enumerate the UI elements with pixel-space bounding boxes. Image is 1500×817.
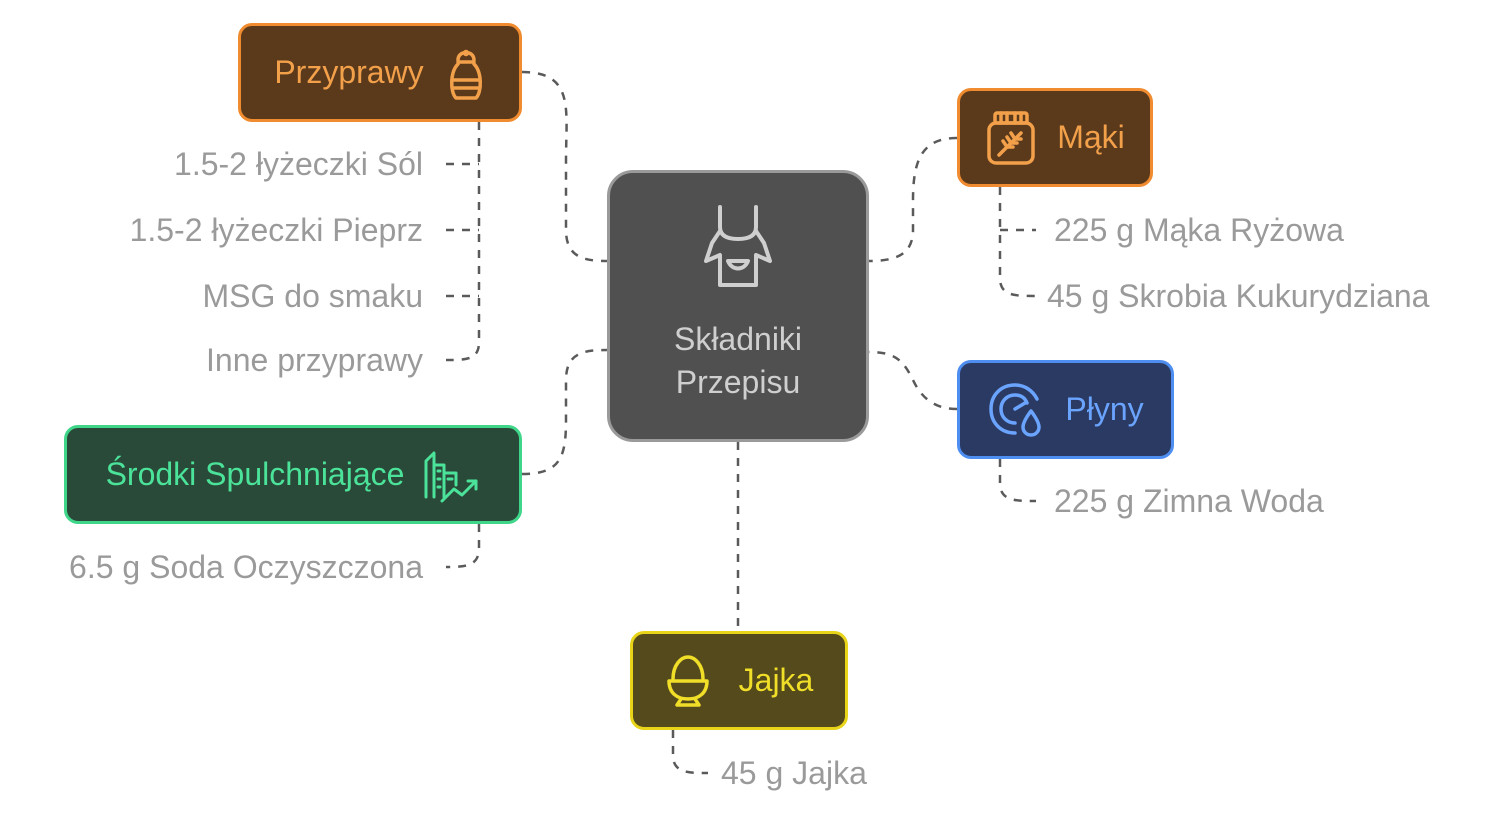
node-maki[interactable]: Mąki	[957, 88, 1153, 187]
salt-shaker-icon	[446, 44, 486, 102]
node-jajka[interactable]: Jajka	[630, 631, 848, 730]
center-node: Składniki Przepisu	[607, 170, 869, 442]
center-title-line2: Przepisu	[675, 363, 801, 400]
node-maki-label: Mąki	[1057, 119, 1125, 155]
leaf-przyprawy-inne: Inne przyprawy	[206, 342, 423, 378]
leaf-przyprawy-sol: 1.5-2 łyżeczki Sól	[174, 146, 423, 182]
leaf-srodki-soda: 6.5 g Soda Oczyszczona	[69, 549, 423, 585]
water-gauge-icon	[987, 381, 1045, 439]
connector-jajka-item	[671, 730, 709, 775]
egg-cup-icon	[665, 653, 711, 709]
connector-maki	[868, 136, 958, 263]
connector-srodki-item	[445, 524, 481, 569]
connector-maki-stem	[998, 187, 1037, 298]
leaf-maki-maka-ryzowa: 225 g Mąka Ryżowa	[1054, 212, 1344, 248]
rising-chart-icon	[422, 447, 480, 503]
leaf-przyprawy-pieprz: 1.5-2 łyżeczki Pieprz	[129, 212, 423, 248]
node-srodki-label: Środki Spulchniające	[105, 456, 405, 492]
connector-przyprawy	[521, 70, 608, 263]
node-plyny-label: Płyny	[1065, 391, 1144, 427]
node-srodki-spulchniajace[interactable]: Środki Spulchniające	[64, 425, 522, 524]
apron-icon	[698, 201, 778, 304]
connector-plyny	[868, 350, 958, 411]
leaf-jajka-item: 45 g Jajka	[721, 755, 867, 791]
node-plyny[interactable]: Płyny	[957, 360, 1174, 459]
connector-plyny-item	[998, 459, 1037, 503]
node-jajka-label: Jajka	[738, 662, 814, 698]
flour-jar-icon	[985, 109, 1037, 167]
leaf-maki-skrobia: 45 g Skrobia Kukurydziana	[1047, 278, 1430, 314]
node-przyprawy[interactable]: Przyprawy	[238, 23, 522, 122]
leaf-przyprawy-msg: MSG do smaku	[202, 278, 423, 314]
node-przyprawy-label: Przyprawy	[274, 54, 424, 90]
center-title-line1: Składniki	[673, 320, 803, 357]
connector-srodki	[521, 348, 608, 476]
connector-przyprawy-stem	[445, 122, 481, 362]
leaf-plyny-woda: 225 g Zimna Woda	[1054, 483, 1324, 519]
